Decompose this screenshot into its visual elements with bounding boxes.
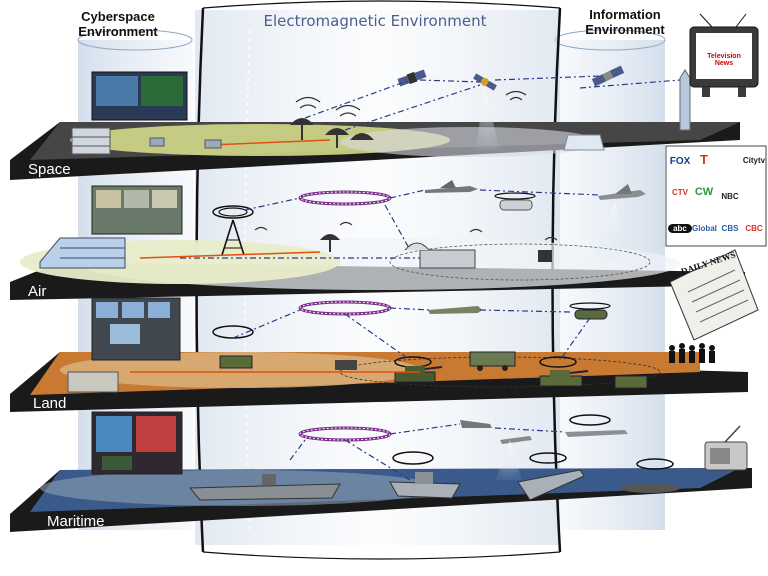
newspaper-icon <box>669 249 759 341</box>
logo-global: Global <box>692 224 717 233</box>
satellite-dish-icon <box>290 118 374 148</box>
television-icon <box>689 13 759 97</box>
tank-icon <box>539 370 589 387</box>
cyberspace-header-line1: Cyberspace <box>81 9 155 24</box>
maritime-layer <box>10 411 752 532</box>
logo-cbc: CBC <box>745 224 763 233</box>
military-vehicle-icon <box>219 355 648 389</box>
logo-citytv: Citytv <box>742 156 766 165</box>
air-ops-center <box>91 185 183 235</box>
electromagnetic-title: Electromagnetic Environment <box>263 12 487 30</box>
logo-cbs: CBS <box>721 224 739 233</box>
television-news-text: Television News <box>707 53 741 67</box>
satellite-dish-icon <box>320 234 340 252</box>
building-icon <box>71 127 111 155</box>
submarine-icon <box>620 483 680 493</box>
maritime-ops-center <box>91 411 183 475</box>
layer-label-maritime: Maritime <box>47 513 105 530</box>
layer-label-air: Air <box>28 283 47 300</box>
logo-nbc: NBC <box>721 192 739 201</box>
satellite-icon <box>591 65 625 87</box>
warship-icon <box>517 469 585 501</box>
information-header-line1: Information <box>589 7 661 22</box>
radar-station-icon <box>404 242 476 269</box>
building-icon <box>39 237 126 269</box>
satellite-icon <box>473 73 497 91</box>
land-ops-center <box>91 297 181 361</box>
logo-telemundo: T <box>700 152 708 167</box>
logo-fox: FOX <box>669 156 691 167</box>
logo-abc: abc <box>668 224 692 233</box>
layer-label-space: Space <box>28 161 71 178</box>
space-ops-monitors <box>91 71 188 121</box>
cyberspace-header: Cyberspace Environment <box>58 9 178 39</box>
radio-icon <box>704 425 748 471</box>
information-header-line2: Environment <box>585 22 665 37</box>
air-layer <box>10 180 745 300</box>
layer-label-land: Land <box>33 395 67 412</box>
rocket-icon <box>679 69 691 131</box>
truck-icon <box>469 351 516 371</box>
land-layer <box>10 297 748 412</box>
warship-icon <box>389 472 461 499</box>
fighter-jet-icon <box>460 420 532 444</box>
crowd-silhouette-icon <box>669 343 715 363</box>
logo-ctv: CTV <box>672 188 688 197</box>
fighter-jet-icon <box>425 180 478 193</box>
aircraft-carrier-icon <box>188 474 341 501</box>
logo-cw: CW <box>694 186 714 198</box>
aircraft-icon <box>598 184 646 200</box>
aircraft-icon <box>565 430 628 437</box>
drone-icon <box>428 306 482 314</box>
information-header: Information Environment <box>565 7 685 37</box>
space-layer <box>10 65 740 180</box>
cyberspace-header-line2: Environment <box>78 24 158 39</box>
radio-tower-icon <box>212 205 254 256</box>
helicopter-icon <box>494 192 536 211</box>
helicopter-icon <box>569 302 611 320</box>
